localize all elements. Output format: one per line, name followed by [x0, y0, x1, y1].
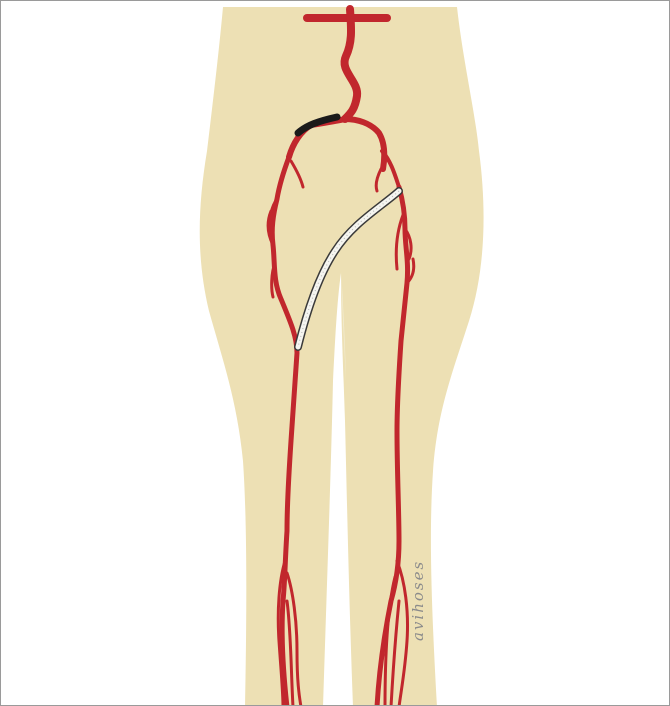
body-silhouette [200, 7, 484, 706]
artist-signature: avihoses [409, 560, 427, 641]
